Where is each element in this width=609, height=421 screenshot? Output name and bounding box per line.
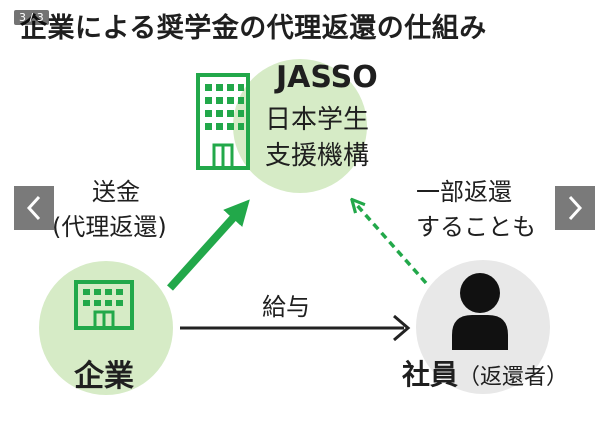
remit-label: 送金 [92,178,140,206]
employee-name: 社員（返還者） [402,353,568,393]
partial-repay-sublabel: することも [416,213,536,241]
partial-repay-label: 一部返還 [416,178,512,206]
jasso-line1: 日本学生 [265,105,370,135]
page-title: 企業による奨学金の代理返還の仕組み [20,13,487,44]
jasso-name: JASSO [276,60,378,95]
slide-counter: 3 / 3 [14,10,49,25]
company-building-icon [74,280,134,330]
jasso-building-icon [196,73,250,170]
employee-sublabel: （返還者） [458,365,569,390]
chevron-right-icon [568,195,583,221]
arrow-company-to-jasso [167,199,250,291]
jasso-line2: 支援機構 [265,141,370,171]
salary-label: 給与 [262,293,310,321]
next-slide-button[interactable] [555,186,595,230]
chevron-left-icon [26,195,41,221]
person-icon [452,273,508,350]
company-name: 企業 [74,359,134,394]
arrow-company-to-employee-head [393,314,411,342]
arrow-employee-to-jasso [355,203,428,285]
remit-sublabel: (代理返還) [52,213,167,241]
employee-label: 社員 [402,358,459,391]
jasso-circle [233,59,367,193]
prev-slide-button[interactable] [14,186,54,230]
